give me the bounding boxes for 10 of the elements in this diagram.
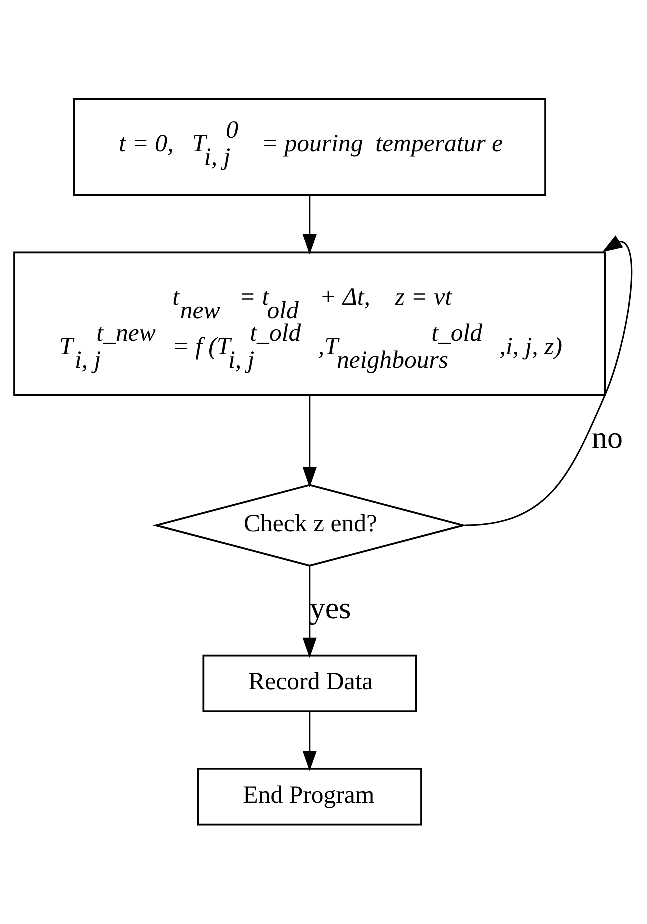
- edge-label: no: [592, 420, 624, 456]
- arrow: [464, 236, 633, 526]
- arrow: [302, 712, 317, 772]
- node-diamond: Check z end?: [152, 484, 468, 567]
- edge-label: yes: [310, 590, 352, 626]
- arrow: [302, 195, 317, 255]
- node-box: Record Data: [202, 654, 417, 713]
- arrow: [302, 396, 317, 488]
- node-box: End Program: [197, 768, 422, 826]
- arrow: [302, 566, 317, 658]
